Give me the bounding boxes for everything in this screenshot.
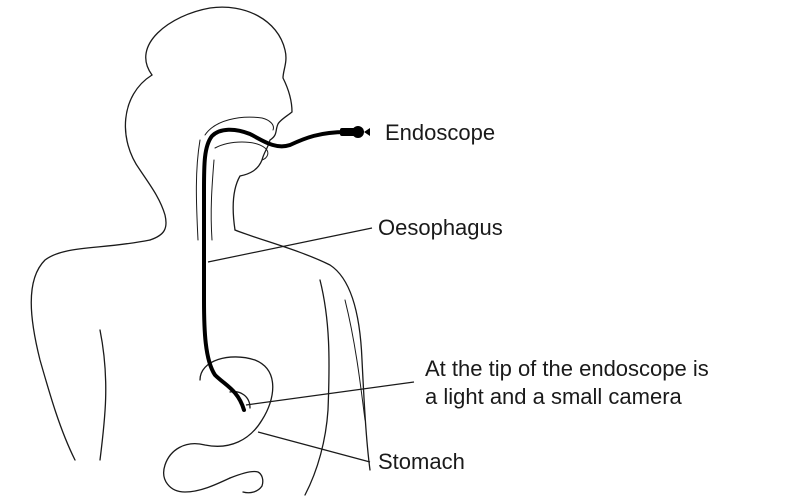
tongue (215, 142, 268, 160)
label-tip-line1: At the tip of the endoscope is (425, 356, 709, 381)
throat-wall-right (211, 160, 214, 240)
label-oesophagus: Oesophagus (378, 215, 503, 240)
endoscope (204, 126, 370, 410)
throat-wall-left (196, 140, 200, 240)
left-shoulder (31, 240, 150, 460)
right-shoulder (235, 230, 370, 470)
body-outline (31, 7, 370, 495)
back-of-head (125, 75, 166, 240)
label-stomach: Stomach (378, 449, 465, 474)
endoscope-tube (204, 130, 346, 410)
oesophagus-leader (208, 228, 372, 262)
duodenum (230, 471, 263, 492)
label-tip-line2: a light and a small camera (425, 384, 683, 409)
head-outline (146, 7, 292, 230)
stomach-leader (258, 432, 370, 462)
endoscope-tip-connector (364, 128, 370, 136)
endoscope-eyepiece (352, 126, 364, 138)
right-torso (305, 280, 329, 495)
left-torso (100, 330, 106, 460)
tip-leader (246, 382, 414, 405)
label-endoscope: Endoscope (385, 120, 495, 145)
